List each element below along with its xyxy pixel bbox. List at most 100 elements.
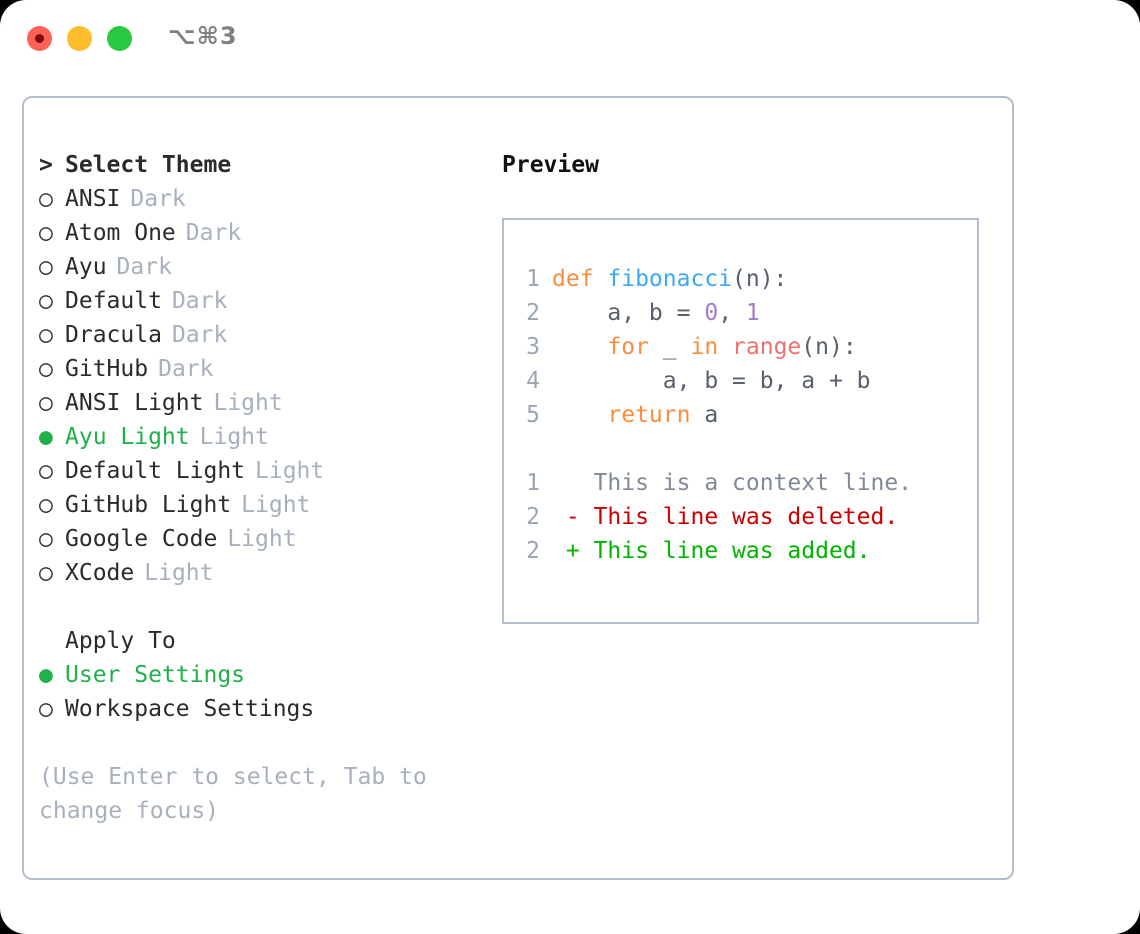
code-token: a, b = b, a + b: [552, 368, 871, 394]
code-token: return: [607, 402, 691, 428]
theme-option-tag: Light: [144, 560, 214, 586]
code-diff-separator: [522, 432, 912, 466]
diff-line-text: - This line was deleted.: [552, 504, 899, 530]
zoom-button[interactable]: [107, 26, 132, 51]
code-line: 4 a, b = b, a + b: [522, 364, 912, 398]
theme-option-github-light[interactable]: ○ GitHub Light Light: [39, 488, 479, 522]
theme-option-tag: Dark: [185, 220, 242, 246]
apply-to-option-user-settings[interactable]: ● User Settings: [39, 658, 479, 692]
theme-option-label: XCode: [65, 560, 135, 586]
theme-option-label: GitHub: [65, 356, 149, 382]
theme-option-tag: Light: [255, 458, 325, 484]
theme-option-tag: Dark: [116, 254, 172, 280]
select-theme-label: Select Theme: [65, 152, 232, 178]
apply-to-header: Apply To: [39, 624, 479, 658]
shortcut-label: ⌥⌘3: [168, 22, 238, 50]
code-line-number: 5: [526, 402, 540, 428]
diff-line-add: 2 + This line was added.: [522, 534, 912, 568]
theme-option-tag: Dark: [171, 322, 228, 348]
close-button[interactable]: [27, 26, 52, 51]
theme-option-label: Dracula: [65, 322, 162, 348]
help-text: (Use Enter to select, Tab to change focu…: [39, 764, 427, 824]
code-line: 1 def fibonacci(n):: [522, 262, 912, 296]
theme-option-ansi-light[interactable]: ○ ANSI Light Light: [39, 386, 479, 420]
radio-unselected-icon: ○: [39, 356, 53, 382]
minimize-button[interactable]: [67, 26, 92, 51]
title-bar: ⌥⌘3: [0, 0, 1140, 78]
radio-unselected-icon: ○: [39, 526, 53, 552]
theme-option-tag: Light: [227, 526, 297, 552]
theme-option-label: Google Code: [65, 526, 218, 552]
theme-option-label: ANSI: [65, 186, 121, 212]
radio-unselected-icon: ○: [39, 458, 53, 484]
code-token: def: [552, 266, 608, 292]
apply-to-marker-placeholder: [39, 624, 65, 658]
section-spacer: [39, 590, 479, 624]
theme-option-label: Ayu: [65, 254, 107, 280]
radio-selected-icon: ●: [39, 424, 53, 450]
theme-option-tag: Light: [241, 492, 311, 518]
code-token: [552, 334, 607, 360]
theme-option-label: ANSI Light: [65, 390, 204, 416]
theme-option-tag: Dark: [171, 288, 228, 314]
window-controls: [27, 26, 132, 51]
theme-option-tag: Light: [213, 390, 283, 416]
code-line-number: 1: [526, 266, 540, 292]
apply-to-list: ● User Settings ○Workspace Settings: [39, 658, 479, 726]
theme-option-tag: Light: [199, 424, 269, 450]
theme-option-label: Default: [65, 288, 162, 314]
diff-line-text: + This line was added.: [552, 538, 871, 564]
radio-selected-icon: ●: [39, 662, 53, 688]
diff-line-number: 2: [526, 538, 540, 564]
theme-option-atom-one[interactable]: ○ Atom One Dark: [39, 216, 479, 250]
code-token: a: [690, 402, 719, 428]
diff-line-del: 2 - This line was deleted.: [522, 500, 912, 534]
apply-to-option-label: User Settings: [65, 662, 246, 688]
theme-option-google-code[interactable]: ○ Google Code Light: [39, 522, 479, 556]
code-token: (n):: [801, 334, 857, 360]
code-token: 1: [745, 300, 760, 326]
prompt-caret-icon: >: [39, 152, 53, 178]
theme-option-ayu-light[interactable]: ● Ayu Light Light: [39, 420, 479, 454]
code-line: 2 a, b = 0, 1: [522, 296, 912, 330]
theme-option-dracula[interactable]: ○ Dracula Dark: [39, 318, 479, 352]
theme-option-label: Atom One: [65, 220, 176, 246]
code-token: range: [732, 334, 802, 360]
code-token: 0: [704, 300, 719, 326]
code-line-number: 2: [526, 300, 540, 326]
diff-line-number: 2: [526, 504, 540, 530]
code-line-number: 3: [526, 334, 540, 360]
code-token: (n):: [732, 266, 788, 292]
radio-unselected-icon: ○: [39, 220, 53, 246]
radio-unselected-icon: ○: [39, 492, 53, 518]
code-token: _: [648, 334, 691, 360]
theme-option-label: GitHub Light: [65, 492, 232, 518]
code-token: fibonacci: [607, 266, 733, 292]
radio-unselected-icon: ○: [39, 254, 53, 280]
code-token: a, b =: [552, 300, 705, 326]
code-token: for: [607, 334, 649, 360]
diff-line-text: This is a context line.: [552, 470, 913, 496]
theme-option-label: Ayu Light: [65, 424, 190, 450]
code-token: in: [690, 334, 719, 360]
apply-to-option-workspace-settings[interactable]: ○Workspace Settings: [39, 692, 479, 726]
theme-option-ayu[interactable]: ○ Ayu Dark: [39, 250, 479, 284]
radio-unselected-icon: ○: [39, 390, 53, 416]
radio-unselected-icon: ○: [39, 322, 53, 348]
code-line-number: 4: [526, 368, 540, 394]
diff-line-ctx: 1 This is a context line.: [522, 466, 912, 500]
preview-title: Preview: [502, 152, 599, 178]
radio-unselected-icon: ○: [39, 696, 53, 722]
